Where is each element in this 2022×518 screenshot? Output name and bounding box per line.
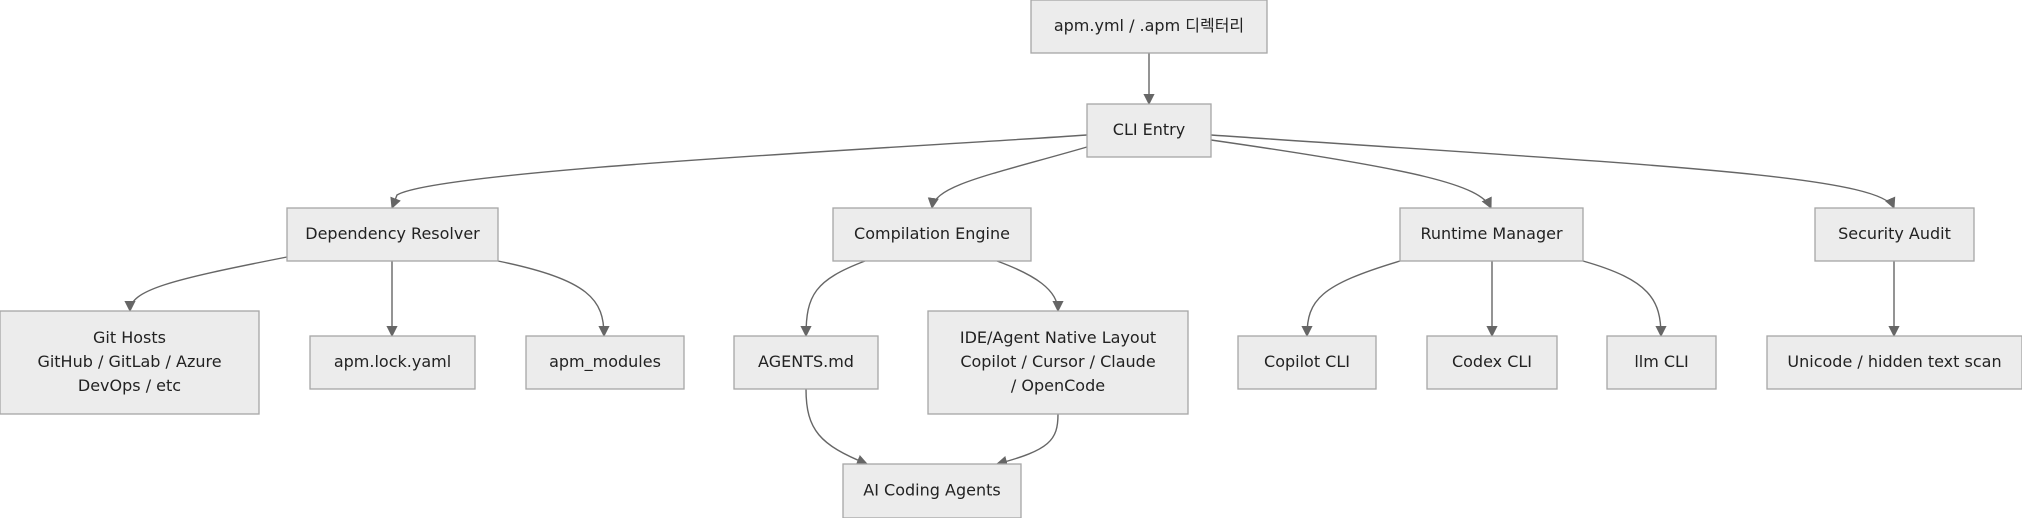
node-box xyxy=(525,335,685,390)
edge-cli_entry-to-runtime_manager xyxy=(1210,139,1492,210)
node-box xyxy=(832,207,1032,262)
edge-ide_native_layout-to-ai_coding_agents xyxy=(995,413,1059,467)
node-label: CLI Entry xyxy=(1113,120,1185,139)
node-box xyxy=(1086,103,1212,158)
node-label: / OpenCode xyxy=(1011,376,1105,395)
edge-runtime_manager-to-copilot_cli xyxy=(1301,260,1401,338)
node-label: llm CLI xyxy=(1634,352,1688,371)
node-label: AGENTS.md xyxy=(758,352,854,371)
node-copilot-cli: Copilot CLI xyxy=(1237,335,1377,390)
node-label: GitHub / GitLab / Azure xyxy=(37,352,221,371)
node-label: IDE/Agent Native Layout xyxy=(960,328,1156,347)
node-label: Dependency Resolver xyxy=(305,224,480,243)
node-ai-coding-agents: AI Coding Agents xyxy=(842,463,1022,518)
node-label: Copilot / Cursor / Claude xyxy=(960,352,1155,371)
node-box xyxy=(309,335,476,390)
node-box xyxy=(1237,335,1377,390)
node-runtime-manager: Runtime Manager xyxy=(1399,207,1584,262)
node-box xyxy=(286,207,499,262)
edge-compilation_engine-to-agents_md xyxy=(800,260,866,338)
node-box xyxy=(1426,335,1558,390)
edge-dependency_resolver-to-apm_modules xyxy=(497,260,610,338)
node-label: Unicode / hidden text scan xyxy=(1787,352,2001,371)
edge-agents_md-to-ai_coding_agents xyxy=(805,388,869,466)
node-box xyxy=(1399,207,1584,262)
edge-runtime_manager-to-llm_cli xyxy=(1582,260,1667,338)
node-label: Git Hosts xyxy=(93,328,166,347)
node-box xyxy=(1606,335,1717,390)
node-box xyxy=(0,310,260,415)
node-compilation-engine: Compilation Engine xyxy=(832,207,1032,262)
node-box xyxy=(733,335,879,390)
node-label: apm.yml / .apm 디렉터리 xyxy=(1054,16,1244,35)
edge-cli_entry-to-dependency_resolver xyxy=(390,134,1088,210)
node-label: Compilation Engine xyxy=(854,224,1010,243)
node-security-audit: Security Audit xyxy=(1814,207,1975,262)
node-box xyxy=(1766,335,2022,390)
edge-cli_entry-to-compilation_engine xyxy=(927,146,1088,210)
node-unicode-scan: Unicode / hidden text scan xyxy=(1766,335,2022,390)
node-cli-entry: CLI Entry xyxy=(1086,103,1212,158)
node-label: Runtime Manager xyxy=(1420,224,1562,243)
node-box xyxy=(842,463,1022,518)
node-label: DevOps / etc xyxy=(78,376,181,395)
node-apm-modules: apm_modules xyxy=(525,335,685,390)
node-label: Codex CLI xyxy=(1452,352,1532,371)
edge-compilation_engine-to-ide_native_layout xyxy=(996,260,1064,313)
node-llm-cli: llm CLI xyxy=(1606,335,1717,390)
node-box xyxy=(1814,207,1975,262)
edge-cli_entry-to-security_audit xyxy=(1210,134,1896,210)
node-codex-cli: Codex CLI xyxy=(1426,335,1558,390)
edge-dependency_resolver-to-git_hosts xyxy=(124,256,288,313)
node-dependency-resolver: Dependency Resolver xyxy=(286,207,499,262)
node-box xyxy=(1030,0,1268,54)
node-label: apm_modules xyxy=(549,352,661,372)
node-agents-md: AGENTS.md xyxy=(733,335,879,390)
node-label: AI Coding Agents xyxy=(863,481,1000,500)
node-box xyxy=(927,310,1189,415)
node-label: Security Audit xyxy=(1838,224,1951,243)
node-apm-lock: apm.lock.yaml xyxy=(309,335,476,390)
node-label: Copilot CLI xyxy=(1264,352,1350,371)
node-label: apm.lock.yaml xyxy=(334,352,451,371)
node-apm-config: apm.yml / .apm 디렉터리 xyxy=(1030,0,1268,54)
